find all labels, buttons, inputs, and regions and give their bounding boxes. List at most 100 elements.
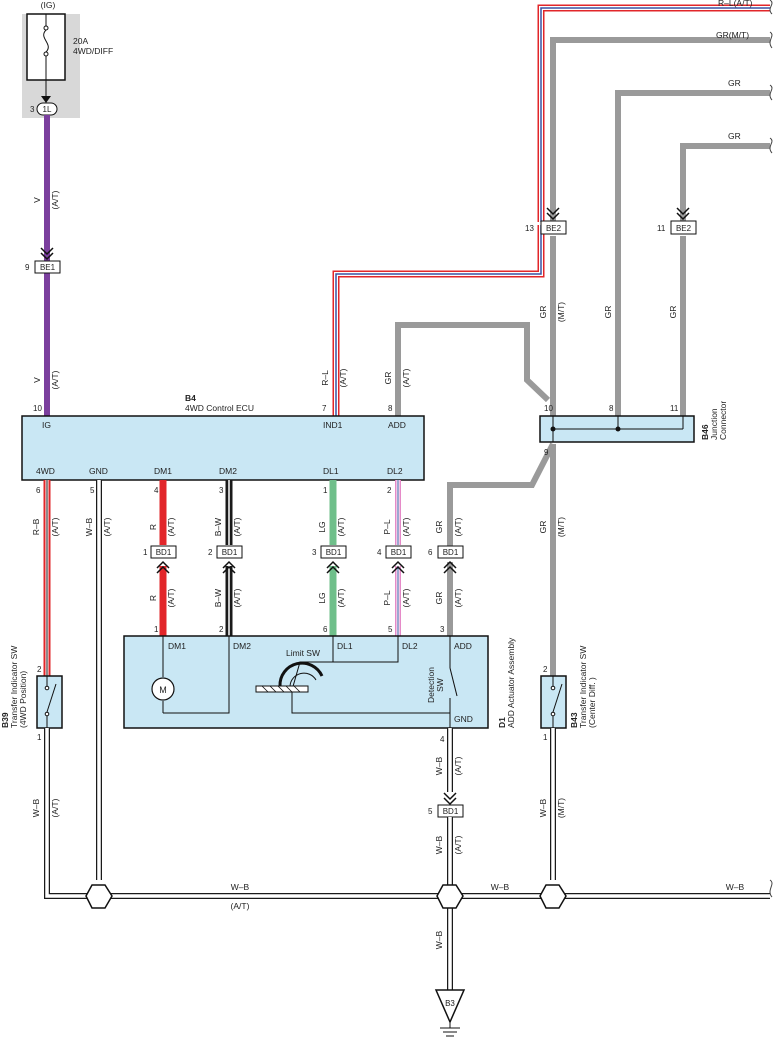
actuator-pin-6: 6	[323, 625, 328, 634]
wire-gr-group	[395, 37, 770, 676]
bd1-2-label: BD1	[222, 548, 238, 557]
junction-id: B46	[700, 424, 710, 440]
ecu-id: B4	[185, 393, 196, 403]
ecu-pin-ind1: IND1	[323, 420, 343, 430]
ecu-box	[21, 415, 425, 481]
bd1-4-pin: 4	[377, 548, 382, 557]
wire-b43-gnd-label: W–B	[538, 798, 548, 817]
switch-b39-name-1: Transfer Indicator SW	[9, 646, 19, 728]
wire-r-b-cond: (A/T)	[50, 517, 60, 536]
wire-v-cond: (A/T)	[50, 370, 60, 389]
junction-pin-8: 8	[609, 404, 614, 413]
actuator-pin-3: 3	[440, 625, 445, 634]
ground-bus-label-3: W–B	[726, 882, 745, 892]
switch-b43-name-2: (Center Diff. )	[587, 677, 597, 728]
detection-sw-label-1: Detection	[426, 667, 436, 703]
wire-v-cond-top: (A/T)	[50, 190, 60, 209]
actuator-pin-dm2: DM2	[233, 641, 251, 651]
ecu-pin-dm1: DM1	[154, 466, 172, 476]
ecu-pin-8: 8	[388, 404, 393, 413]
ecu-pin-ig: IG	[42, 420, 51, 430]
fuse-name: 4WD/DIFF	[73, 46, 113, 56]
connector-1l-label: 1L	[43, 105, 52, 114]
ecu-pin-5: 5	[90, 486, 95, 495]
bd1-3-label: BD1	[326, 548, 342, 557]
actuator-pin-gnd: GND	[454, 714, 473, 724]
ecu-pin-6: 6	[36, 486, 41, 495]
bd1-5-cond: (A/T)	[453, 835, 463, 854]
junction-name-2: Connector	[718, 401, 728, 440]
fuse-arrow-icon	[41, 96, 51, 103]
wire-r-b-label: R–B	[31, 518, 41, 535]
fuse-supply: (IG)	[41, 0, 56, 10]
connector-be1-pin: 9	[25, 263, 30, 272]
ground-wire-down-label: W–B	[434, 930, 444, 949]
actuator-pin-5: 5	[388, 625, 393, 634]
be2-chevron-icon-1	[546, 207, 560, 221]
limit-sw-label: Limit SW	[286, 648, 320, 658]
wire-b39-gnd-cond: (A/T)	[50, 798, 60, 817]
bd1-6-label: BD1	[443, 548, 459, 557]
fuse-rating: 20A	[73, 36, 88, 46]
connector-be2-13	[540, 220, 567, 235]
wire-gnd-label: W–B	[84, 517, 94, 536]
bd1-1-cond: (A/T)	[166, 588, 176, 607]
switch-b43-pin-1: 1	[543, 733, 548, 742]
wire-r-l	[332, 225, 545, 416]
wire-dm1-label: R	[148, 524, 158, 530]
bd1-6-pin: 6	[428, 548, 433, 557]
bd1-5-wire: W–B	[434, 835, 444, 854]
junction-wire-10-cond: (M/T)	[556, 302, 566, 322]
wire-dm2-label: B–W	[213, 518, 223, 536]
wire-dm2-cond: (A/T)	[232, 517, 242, 536]
ground-bus-cond-1: (A/T)	[231, 901, 250, 911]
fuse-icon	[43, 14, 49, 80]
bd1-5-pin: 5	[428, 807, 433, 816]
wire-add-label: GR	[383, 372, 393, 385]
wire-dl1-label: LG	[317, 521, 327, 532]
be1-chevron-icon	[40, 247, 54, 261]
ecu-pin-2: 2	[387, 486, 392, 495]
wire-add-pre-label: GR	[434, 521, 444, 534]
connector-be1	[34, 260, 61, 274]
bd1-1-wire: R	[148, 595, 158, 601]
ecu-pin-gnd: GND	[89, 466, 108, 476]
switch-b43-icon	[550, 676, 563, 728]
switch-b43-name-1: Transfer Indicator SW	[578, 646, 588, 728]
be2-chevron-icon-2	[676, 207, 690, 221]
actuator-pin-dl2: DL2	[402, 641, 418, 651]
bd1-2-wire: B–W	[213, 589, 223, 607]
wire-b43-gnd-cond: (M/T)	[556, 798, 566, 818]
actuator-pin-dm1: DM1	[168, 641, 186, 651]
bd1-2-cond: (A/T)	[232, 588, 242, 607]
ecu-pin-3: 3	[219, 486, 224, 495]
wire-dl2-label: P–L	[382, 519, 392, 534]
ground-icon	[434, 989, 466, 1024]
detection-sw-label-2: SW	[435, 678, 445, 692]
ground-label: B3	[445, 999, 455, 1008]
actuator-id: D1	[497, 717, 507, 728]
actuator-pin-1: 1	[154, 625, 159, 634]
junction-wire-9-cond: (M/T)	[556, 517, 566, 537]
wire-gnd-cond: (A/T)	[102, 517, 112, 536]
motor-icon	[151, 677, 175, 701]
bd1-3-wire: LG	[317, 592, 327, 603]
ground-bus-label-2: W–B	[491, 882, 510, 892]
wire-r-l-cond: (A/T)	[338, 368, 348, 387]
bd1-2-pin: 2	[208, 548, 213, 557]
switch-b39-name-2: (4WD Position)	[18, 671, 28, 728]
wire-v-label: V	[32, 377, 42, 383]
junction-wire-8-label: GR	[603, 306, 613, 319]
junction-wire-11-label: GR	[668, 306, 678, 319]
splice-points	[85, 884, 567, 909]
bd1-6-cond: (A/T)	[453, 588, 463, 607]
ecu-pin-dl2: DL2	[387, 466, 403, 476]
wire-r-l-label: R–L	[320, 370, 330, 386]
ecu-pin-4: 4	[154, 486, 159, 495]
actuator-pin-2: 2	[219, 625, 224, 634]
wire-b39-gnd-label: W–B	[31, 798, 41, 817]
ground-earth-icon	[440, 1022, 460, 1037]
right-wire-r-l-label: R–L(A/T)	[718, 0, 753, 8]
actuator-name: ADD Actuator Assembly	[506, 637, 516, 728]
